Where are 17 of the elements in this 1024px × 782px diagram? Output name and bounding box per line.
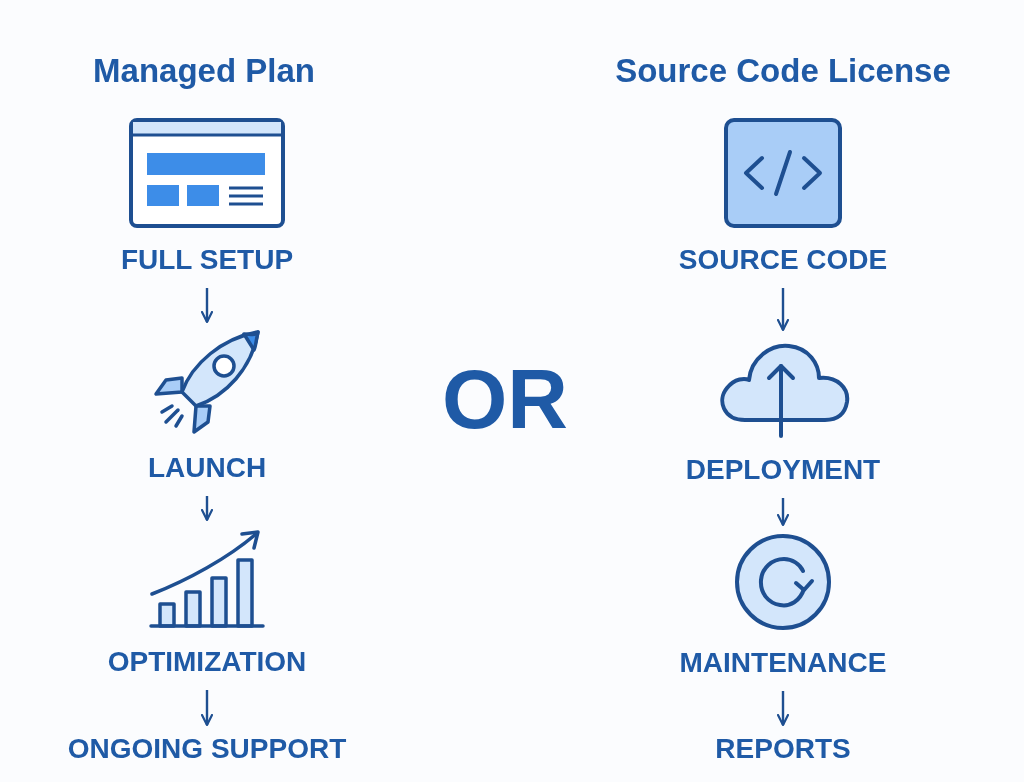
- step-label: OPTIMIZATION: [107, 646, 307, 678]
- step-label: MAINTENANCE: [679, 647, 887, 679]
- arrow: [776, 691, 790, 727]
- arrow: [200, 690, 214, 727]
- arrow: [200, 496, 214, 522]
- choice-word: OR: [442, 354, 568, 444]
- arrow: [776, 498, 790, 527]
- step-label: REPORTS: [715, 733, 851, 765]
- step-label: SOURCE CODE: [678, 244, 888, 276]
- arrow: [200, 288, 214, 324]
- step-label: LAUNCH: [147, 452, 267, 484]
- step-label: ONGOING SUPPORT: [67, 733, 347, 765]
- step-label: DEPLOYMENT: [685, 454, 881, 486]
- column-heading: Managed Plan: [93, 52, 315, 90]
- step-label: FULL SETUP: [120, 244, 294, 276]
- column-heading: Source Code License: [615, 52, 951, 90]
- arrow: [776, 288, 790, 332]
